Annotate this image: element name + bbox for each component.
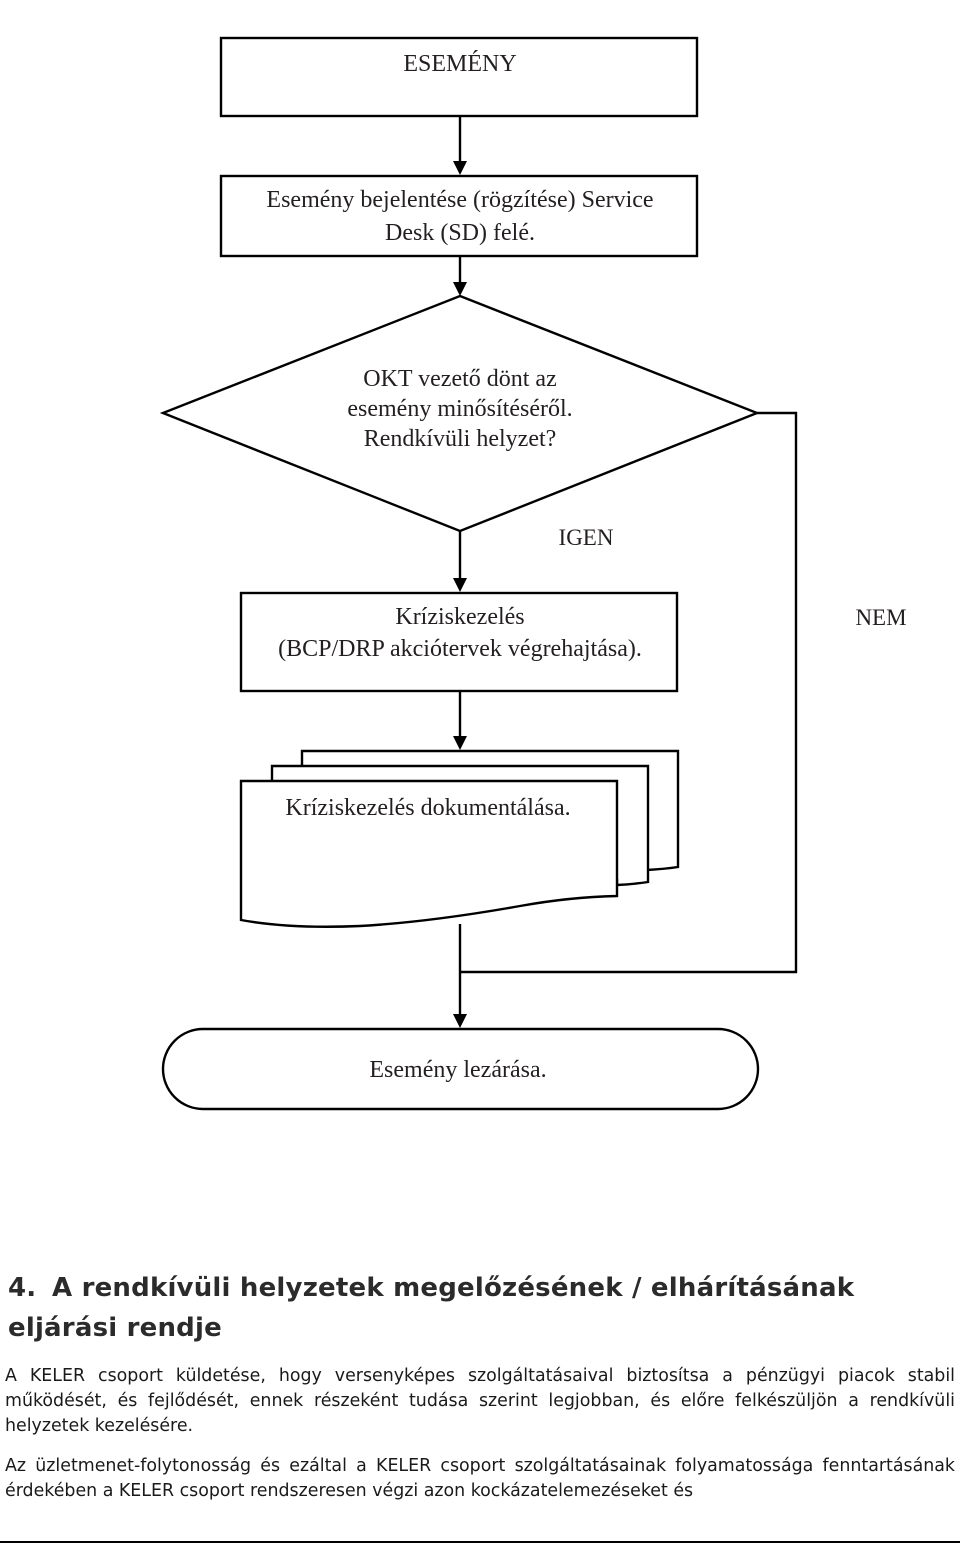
document-sheet-front bbox=[239, 779, 619, 928]
arrow-document-end bbox=[453, 1014, 467, 1028]
crisis-box-line-1: Kríziskezelés bbox=[395, 604, 524, 630]
document-label: Kríziskezelés dokumentálása. bbox=[285, 795, 570, 821]
report-box-line-2: Desk (SD) felé. bbox=[385, 220, 535, 246]
decision-line-1: OKT vezető dönt az bbox=[363, 366, 557, 392]
arrow-report-decision bbox=[453, 282, 467, 296]
decision-line-3: Rendkívüli helyzet? bbox=[364, 426, 557, 452]
crisis-box-line-2: (BCP/DRP akciótervek végrehajtása). bbox=[278, 636, 642, 662]
arrow-crisis-document bbox=[453, 736, 467, 750]
section-title: A rendkívüli helyzetek megelőzésének / e… bbox=[8, 1273, 855, 1343]
decision-line-2: esemény minősítéséről. bbox=[347, 396, 572, 422]
flowchart: ESEMÉNY Esemény bejelentése (rögzítése) … bbox=[159, 36, 907, 1111]
arrow-decision-crisis bbox=[453, 578, 467, 592]
connector-no-branch bbox=[460, 411, 798, 974]
start-box bbox=[219, 36, 699, 118]
start-box-label: ESEMÉNY bbox=[403, 51, 516, 77]
yes-label: IGEN bbox=[559, 525, 614, 550]
crisis-box bbox=[239, 591, 679, 693]
end-label: Esemény lezárása. bbox=[369, 1057, 546, 1083]
page-bottom-rule bbox=[0, 1541, 960, 1543]
section-heading: 4.A rendkívüli helyzetek megelőzésének /… bbox=[8, 1268, 953, 1348]
document-stack bbox=[239, 749, 680, 928]
arrow-start-report bbox=[453, 161, 467, 175]
report-box-line-1: Esemény bejelentése (rögzítése) Service bbox=[266, 187, 653, 213]
body-paragraph-1: A KELER csoport küldetése, hogy versenyk… bbox=[5, 1366, 955, 1436]
section-number: 4. bbox=[8, 1273, 37, 1303]
end-terminator bbox=[161, 1027, 760, 1111]
no-label: NEM bbox=[855, 605, 906, 630]
body-paragraph-2: Az üzletmenet-folytonosság és ezáltal a … bbox=[5, 1456, 955, 1501]
